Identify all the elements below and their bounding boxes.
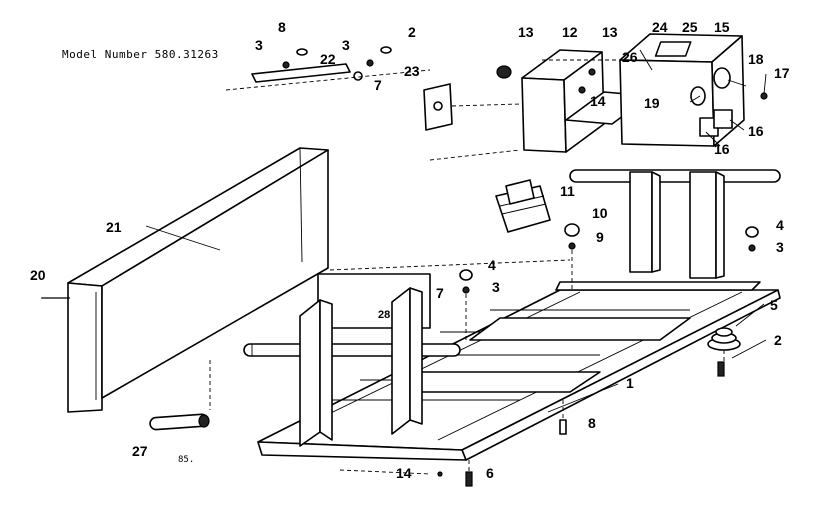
callout-2-top: 2	[408, 24, 416, 40]
callout-11: 11	[560, 183, 575, 199]
callout-3-left: 3	[255, 37, 263, 53]
callout-26: 26	[622, 49, 638, 65]
callout-13-left: 13	[518, 24, 534, 40]
callout-27: 27	[132, 443, 148, 459]
model-number-label: Model Number 580.31263	[62, 48, 219, 61]
callout-4-right: 4	[776, 217, 784, 233]
callout-7-top: 7	[374, 77, 382, 93]
callout-3-right: 3	[776, 239, 784, 255]
callout-16-right: 16	[748, 123, 764, 139]
callout-28: 28	[378, 309, 390, 321]
assembly-guide-lines	[40, 59, 725, 475]
callout-2-right: 2	[774, 332, 782, 348]
callout-9: 9	[596, 229, 604, 245]
callout-7-center: 7	[436, 285, 444, 301]
control-box	[619, 33, 745, 147]
callout-20: 20	[30, 267, 46, 283]
plate-part-23	[423, 83, 453, 131]
callout-12: 12	[562, 24, 578, 40]
callout-21: 21	[106, 219, 122, 235]
callout-3-mid: 3	[342, 37, 350, 53]
leader-lines	[145, 49, 767, 413]
base-frame-part-1	[257, 281, 781, 461]
callout-6: 6	[486, 465, 494, 481]
pulley-part-5	[707, 327, 741, 351]
callout-8-bottom: 8	[588, 415, 596, 431]
callout-4-center: 4	[488, 257, 496, 273]
rear-rod	[569, 169, 781, 279]
beam-rod	[243, 343, 461, 357]
callout-23: 23	[404, 63, 420, 79]
callout-14-bottom: 14	[396, 465, 412, 481]
hardware	[42, 46, 768, 487]
transformer-part-11	[495, 179, 551, 233]
callout-8-top: 8	[278, 19, 286, 35]
roller-part-27	[149, 413, 210, 431]
callout-5: 5	[770, 297, 778, 313]
callout-14-top: 14	[590, 93, 606, 109]
bar-part-22	[251, 63, 351, 83]
callout-10: 10	[592, 205, 608, 221]
callout-24: 24	[652, 19, 668, 35]
callout-15: 15	[714, 19, 730, 35]
callout-25: 25	[682, 19, 698, 35]
front-upright-assembly	[299, 273, 431, 447]
callout-numbers: 1 2 2 3 3 3 3 4 4 5 6 7 7 8 8 9 10 11 12…	[30, 19, 790, 481]
callout-1: 1	[626, 375, 634, 391]
callout-18: 18	[748, 51, 764, 67]
callout-13-right: 13	[602, 24, 618, 40]
callout-17: 17	[774, 65, 790, 81]
callout-19: 19	[644, 95, 660, 111]
side-panel-part-21	[67, 147, 329, 413]
callout-3-center: 3	[492, 279, 500, 295]
footnote-85: 85.	[178, 455, 194, 465]
callout-16-bottom: 16	[714, 141, 730, 157]
callout-22: 22	[320, 51, 336, 67]
